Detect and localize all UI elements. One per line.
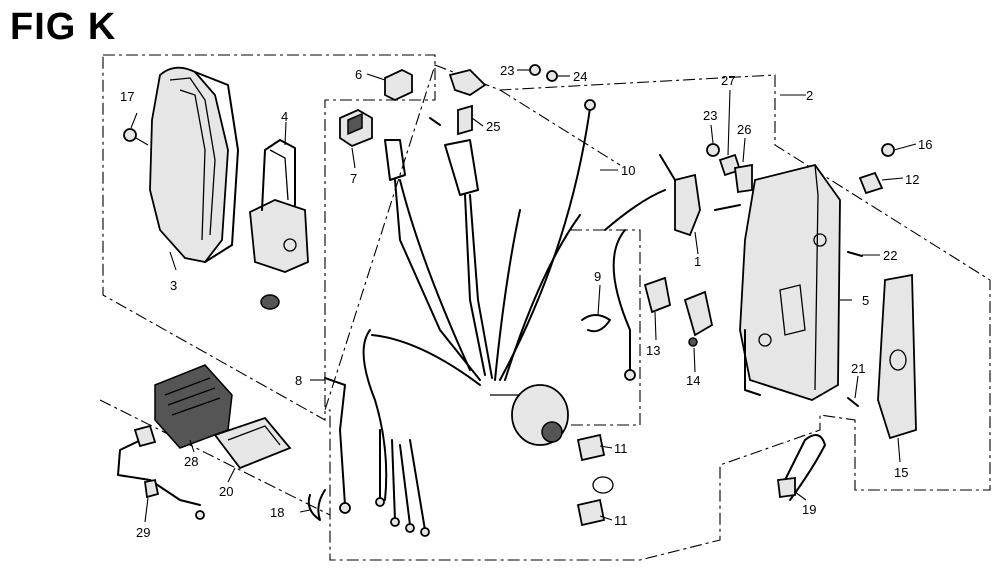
callout-14: 14 xyxy=(686,373,700,388)
callout-11b: 11 xyxy=(614,513,628,528)
starter-solenoid xyxy=(490,384,569,446)
grommet xyxy=(260,294,280,310)
callout-20: 20 xyxy=(219,484,233,499)
callout-2: 2 xyxy=(806,88,813,103)
callout-23b: 23 xyxy=(703,108,717,123)
callout-18: 18 xyxy=(270,505,284,520)
callout-26: 26 xyxy=(737,122,751,137)
part-14-sensor xyxy=(683,290,714,347)
callout-3: 3 xyxy=(170,278,177,293)
part-4-bracket xyxy=(249,139,309,273)
part-8-ground-wire xyxy=(324,377,351,514)
figure-title: FIG K xyxy=(10,6,117,48)
part-11-clips xyxy=(576,433,614,527)
part-29-sub-harness xyxy=(117,424,205,520)
callout-22: 22 xyxy=(883,248,897,263)
group-boundaries xyxy=(99,54,991,561)
part-5-panel xyxy=(739,163,841,401)
part-13-bracket xyxy=(643,276,672,314)
callout-5: 5 xyxy=(862,293,869,308)
callout-labels: 1 2 3 4 5 6 7 8 9 10 11 11 12 13 14 15 1… xyxy=(120,63,932,540)
leader-lines xyxy=(130,69,917,523)
callout-8: 8 xyxy=(295,373,302,388)
part-3-cover xyxy=(149,66,239,263)
part-20-resistor xyxy=(213,416,292,470)
callout-16: 16 xyxy=(918,137,932,152)
callout-15: 15 xyxy=(894,465,908,480)
part-1-switch xyxy=(659,154,701,237)
callout-28: 28 xyxy=(184,454,198,469)
callout-27: 27 xyxy=(721,73,735,88)
callout-19: 19 xyxy=(802,502,816,517)
part-15-gasket xyxy=(877,273,917,440)
part-6-relay xyxy=(384,68,413,102)
callout-1: 1 xyxy=(694,254,701,269)
part-7-connector xyxy=(339,108,373,148)
part-10-wire-harness xyxy=(362,99,596,537)
callout-4: 4 xyxy=(281,109,288,124)
callout-24: 24 xyxy=(573,69,587,84)
part-9-clamp xyxy=(581,314,611,333)
part-18-clamp xyxy=(307,489,326,521)
part-19-cable-tie xyxy=(777,434,826,501)
callout-21: 21 xyxy=(851,361,865,376)
callout-17: 17 xyxy=(120,89,134,104)
callout-23a: 23 xyxy=(500,63,514,78)
part-25-fuse-cover xyxy=(448,69,487,136)
part-17-screw xyxy=(123,128,149,146)
callout-25: 25 xyxy=(486,119,500,134)
callout-12: 12 xyxy=(905,172,919,187)
callout-7: 7 xyxy=(350,171,357,186)
lead-wire xyxy=(604,189,666,381)
part-28-regulator xyxy=(154,364,233,449)
callout-29: 29 xyxy=(136,525,150,540)
callout-9: 9 xyxy=(594,269,601,284)
callout-11a: 11 xyxy=(614,441,628,456)
callout-6: 6 xyxy=(355,67,362,82)
callout-10: 10 xyxy=(621,163,635,178)
small-hardware xyxy=(529,64,753,211)
callout-13: 13 xyxy=(646,343,660,358)
